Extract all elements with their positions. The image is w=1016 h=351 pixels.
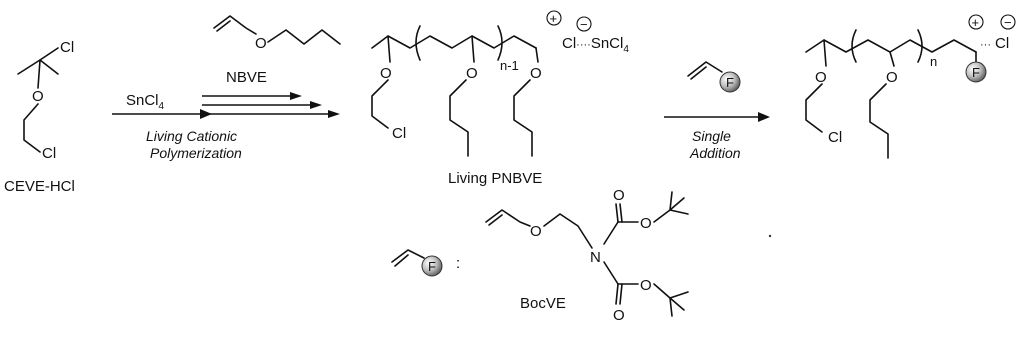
step1-arrow: SnCl4 Living Cationic Polymerization [112, 92, 242, 161]
legend-functional-ball [421, 255, 443, 277]
step2-condition-line2: Addition [689, 145, 741, 161]
pnbve-o-end: O [380, 65, 392, 82]
legend-o-ether: O [530, 223, 542, 240]
legend-colon: : [456, 255, 460, 272]
pnbve-minus: − [580, 17, 588, 32]
step2-functional-label: F [726, 75, 734, 90]
step2-condition-line1: Single [692, 128, 731, 144]
product-repeat-index: n [930, 54, 937, 69]
product-functional-label: F [972, 65, 980, 80]
living-pnbve-structure: O Cl O O n-1 + Cl····SnCl4 − Living PNBV… [371, 10, 629, 187]
pnbve-counterion: Cl····SnCl4 [562, 35, 629, 55]
nbve-monomer: O NBVE [213, 15, 341, 86]
nbve-o: O [255, 35, 267, 52]
product-counterion: Cl [995, 35, 1009, 52]
legend-n: N [590, 249, 601, 266]
initiator-cl-bottom: Cl [42, 145, 56, 162]
legend-functional-label: F [428, 259, 436, 274]
step2-arrow: F Single Addition [664, 61, 770, 161]
legend-o-ester-bottom: O [640, 277, 652, 294]
functional-monomer-legend: F : O N O O O O BocVE [391, 187, 689, 324]
pnbve-repeat-index: n-1 [500, 58, 519, 73]
step1-condition-line1: Living Cationic [146, 128, 237, 144]
pnbve-o-repeat: O [466, 65, 478, 82]
step1-reagent-sncl4: SnCl4 [126, 92, 165, 112]
continuation-arrows [202, 92, 340, 118]
initiator-structure: Cl O Cl CEVE-HCl [4, 39, 75, 195]
nbve-label: NBVE [226, 69, 267, 86]
product-cl: Cl [828, 129, 842, 146]
pnbve-o-last: O [530, 65, 542, 82]
initiator-name: CEVE-HCl [4, 178, 75, 195]
product-o-repeat: O [886, 69, 898, 86]
pnbve-name: Living PNBVE [448, 170, 542, 187]
product-o-end: O [815, 69, 827, 86]
legend-name: BocVE [520, 295, 566, 312]
product-plus: + [972, 15, 980, 30]
product-functional-ball [965, 61, 987, 83]
pnbve-plus: + [550, 11, 558, 26]
step2-functional-ball [719, 71, 741, 93]
product-counterion-dots: ··· [980, 39, 991, 51]
product-minus: − [1004, 15, 1012, 30]
legend-o-carbonyl-bottom: O [613, 307, 625, 324]
product-structure: O Cl O n F + ··· Cl − [805, 14, 1016, 159]
initiator-cl-top: Cl [60, 39, 74, 56]
initiator-o: O [32, 88, 44, 105]
pnbve-cl: Cl [392, 125, 406, 142]
legend-o-carbonyl-top: O [613, 187, 625, 204]
step1-condition-line2: Polymerization [150, 145, 242, 161]
stray-dot [768, 234, 772, 238]
legend-o-ester-top: O [640, 215, 652, 232]
